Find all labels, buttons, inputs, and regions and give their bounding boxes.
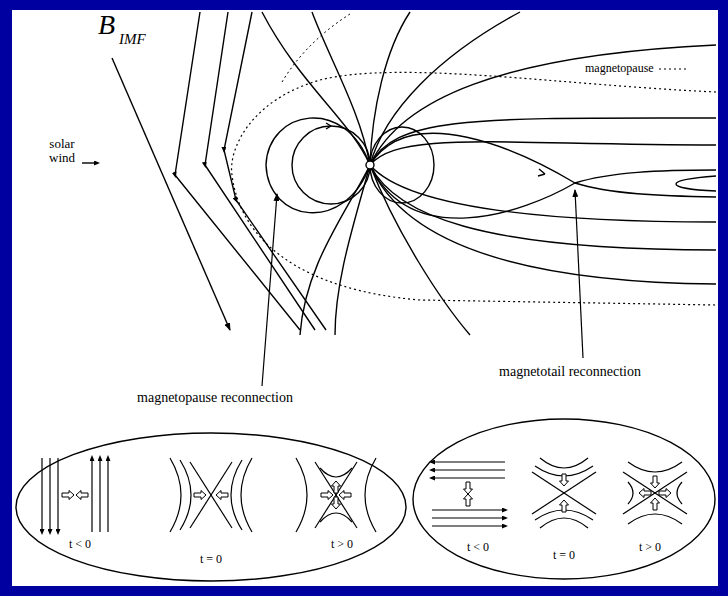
inset-heading: magnetotail reconnection bbox=[499, 364, 641, 379]
leader-line bbox=[262, 194, 277, 386]
inset-heading: magnetopause reconnection bbox=[137, 390, 293, 405]
reconnection-sketch bbox=[432, 458, 687, 528]
flow-label: solar wind bbox=[40, 137, 84, 166]
field-lines bbox=[82, 12, 716, 335]
time-label: t < 0 bbox=[467, 541, 489, 554]
inset-ellipse: magnetotail reconnectiont < 0t = 0t > 0 bbox=[412, 418, 716, 580]
legend-text: magnetopause bbox=[585, 61, 654, 75]
dotted-arc bbox=[282, 14, 350, 82]
reconnection-sketch bbox=[42, 458, 376, 532]
time-label: t = 0 bbox=[553, 549, 575, 562]
time-label: t > 0 bbox=[639, 541, 661, 554]
field-subscript: IMF bbox=[119, 31, 146, 48]
magnetopause-boundary bbox=[232, 72, 716, 305]
time-label: t = 0 bbox=[200, 553, 222, 566]
field-symbol: B bbox=[98, 10, 115, 41]
legend-dotted-sample bbox=[659, 64, 689, 74]
leader-line bbox=[575, 190, 583, 358]
legend-entry: magnetopause bbox=[585, 62, 689, 75]
time-label: t > 0 bbox=[331, 538, 353, 551]
inset-ellipse: magnetopause reconnectiont < 0t = 0t > 0 bbox=[15, 432, 407, 582]
time-label: t < 0 bbox=[69, 538, 91, 551]
